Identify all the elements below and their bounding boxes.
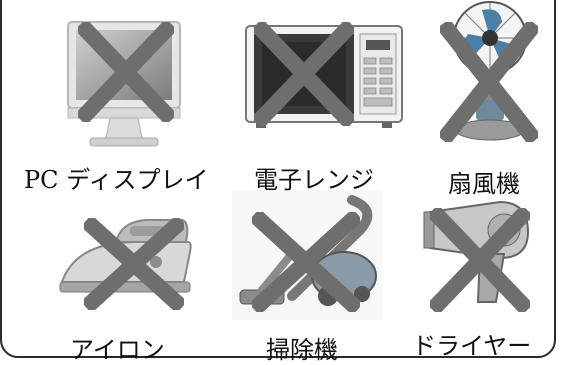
label-microwave: 電子レンジ — [254, 166, 374, 194]
pc-monitor-icon — [62, 18, 187, 148]
label-iron: アイロン — [70, 336, 165, 364]
label-vacuum-cleaner: 掃除機 — [266, 336, 338, 364]
label-pc-display: PC ディスプレイ — [24, 166, 209, 194]
hair-dryer-icon — [420, 198, 540, 308]
iron-icon — [56, 212, 196, 302]
electric-fan-icon — [430, 0, 550, 160]
label-electric-fan: 扇風機 — [448, 170, 520, 198]
vacuum-cleaner-icon — [232, 190, 382, 320]
label-hair-dryer: ドライヤー — [412, 332, 532, 360]
microwave-icon — [244, 22, 404, 132]
